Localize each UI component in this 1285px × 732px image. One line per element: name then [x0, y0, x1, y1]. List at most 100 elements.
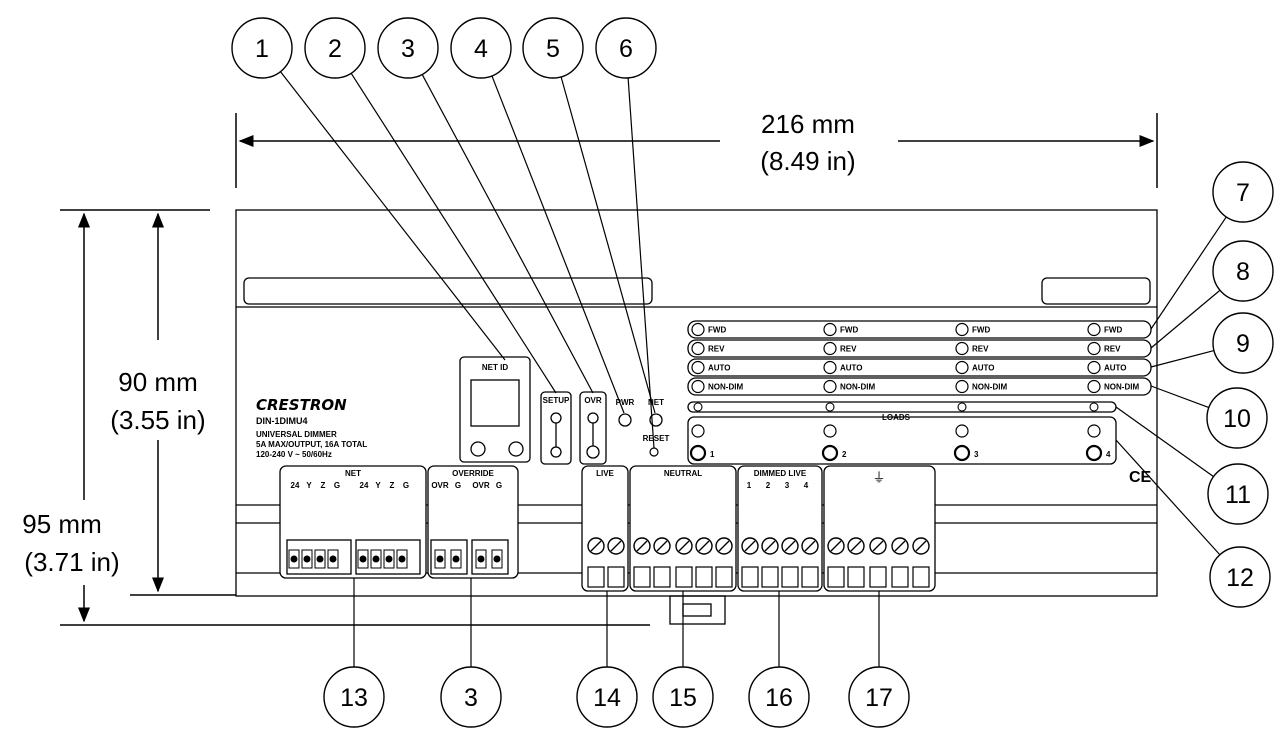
connector-dot	[290, 555, 298, 563]
mode-led	[691, 341, 705, 356]
terminal-clamp	[801, 566, 819, 588]
callout-leader	[1115, 439, 1221, 556]
terminal-clamp	[675, 566, 693, 588]
screw-slot	[610, 540, 622, 552]
callout-number: 14	[593, 684, 621, 712]
callout-circle	[1206, 387, 1268, 449]
callout-circle	[304, 17, 366, 79]
terminal-clamp	[847, 566, 865, 588]
mode-label: NON-DIM	[708, 383, 743, 392]
setup-label: SETUP	[543, 396, 570, 405]
net-led-label: NET	[648, 398, 664, 407]
screw-slot	[656, 540, 668, 552]
load-led	[691, 424, 705, 438]
callout-circle	[576, 666, 638, 728]
screw-slot	[872, 540, 884, 552]
load-number: 1	[710, 450, 715, 459]
callout-number: 17	[865, 684, 893, 712]
override-terminal-label: OVERRIDE	[452, 469, 494, 478]
callout-circle	[652, 666, 714, 728]
ce-mark: CE	[1129, 469, 1152, 486]
load-led	[823, 424, 837, 438]
height-outer-in-label: (3.71 in)	[24, 547, 119, 577]
callout-circle	[748, 666, 810, 728]
callout-leader	[560, 76, 656, 414]
terminal-clamp	[695, 566, 713, 588]
connector-dot	[303, 555, 311, 563]
dimmed-live-pin-label: 2	[766, 481, 771, 490]
screw-slot	[590, 540, 602, 552]
spec-line-3: 120-240 V ~ 50/60Hz	[256, 450, 332, 459]
mode-led	[823, 379, 837, 394]
screw-slot	[678, 540, 690, 552]
model-label: DIN-1DIMU4	[256, 416, 308, 426]
net-led	[649, 413, 663, 427]
callout-number: 11	[1225, 481, 1251, 509]
override-pin-label: OVR	[431, 481, 449, 490]
net-pin-label: 24	[360, 481, 369, 490]
callout-number: 4	[474, 35, 488, 63]
dimmed-live-pin-label: 1	[747, 481, 752, 490]
connector-dot	[398, 555, 406, 563]
load-number: 3	[974, 450, 979, 459]
ovr-button[interactable]	[579, 391, 607, 465]
mode-led	[955, 379, 969, 394]
terminal-clamp	[912, 566, 930, 588]
callout-number: 10	[1223, 405, 1251, 433]
width-mm-label: 216 mm	[761, 109, 855, 139]
load-button	[1085, 444, 1103, 462]
connector-dot	[372, 555, 380, 563]
net-id-label: NET ID	[482, 363, 508, 372]
callout-leader	[491, 75, 625, 414]
net-pin-label: Y	[306, 481, 312, 490]
connector-dot	[436, 555, 444, 563]
override-pin-label: G	[496, 481, 502, 490]
callout-circle	[440, 666, 502, 728]
mode-led	[691, 360, 705, 375]
mode-led	[691, 379, 705, 394]
terminal-clamp	[715, 566, 733, 588]
net-pin-label: 24	[291, 481, 300, 490]
screw-slot	[915, 540, 927, 552]
mode-led	[955, 341, 969, 356]
callout-number: 1	[255, 35, 269, 63]
callout-leader	[1150, 289, 1221, 349]
screw-slot	[830, 540, 842, 552]
connector-dot	[329, 555, 337, 563]
pwr-label: PWR	[616, 398, 635, 407]
callout-circle	[848, 666, 910, 728]
terminal-clamp	[633, 566, 651, 588]
mode-label: FWD	[972, 326, 990, 335]
screw-slot	[636, 540, 648, 552]
connector-dot	[316, 555, 324, 563]
screw-slot	[804, 540, 816, 552]
callout-circle	[1209, 546, 1271, 608]
spec-line-1: UNIVERSAL DIMMER	[256, 430, 337, 439]
callout-number: 9	[1236, 330, 1250, 358]
terminal-clamp	[607, 566, 625, 588]
mode-label: REV	[708, 345, 725, 354]
callout-circle	[1212, 161, 1274, 223]
mode-label: AUTO	[708, 364, 731, 373]
load-led-small	[1089, 402, 1099, 412]
reset-button[interactable]	[649, 447, 659, 457]
height-dimensions	[60, 209, 650, 626]
callout-leader	[1150, 349, 1215, 368]
callout-leader	[627, 77, 655, 449]
callout-number: 3	[464, 684, 478, 712]
terminal-screws	[288, 537, 930, 588]
spec-line-2: 5A MAX/OUTPUT, 16A TOTAL	[256, 440, 367, 449]
mode-led	[955, 360, 969, 375]
screw-slot	[784, 540, 796, 552]
mode-label: AUTO	[840, 364, 863, 373]
mode-label: REV	[840, 345, 857, 354]
net-pin-label: G	[334, 481, 340, 490]
mode-label: NON-DIM	[840, 383, 875, 392]
callout-number: 5	[546, 35, 560, 63]
mode-led	[1087, 379, 1101, 394]
callout-number: 15	[669, 684, 697, 712]
mode-led	[691, 322, 705, 337]
width-dimension	[235, 113, 1158, 188]
reset-label: RESET	[643, 434, 670, 443]
